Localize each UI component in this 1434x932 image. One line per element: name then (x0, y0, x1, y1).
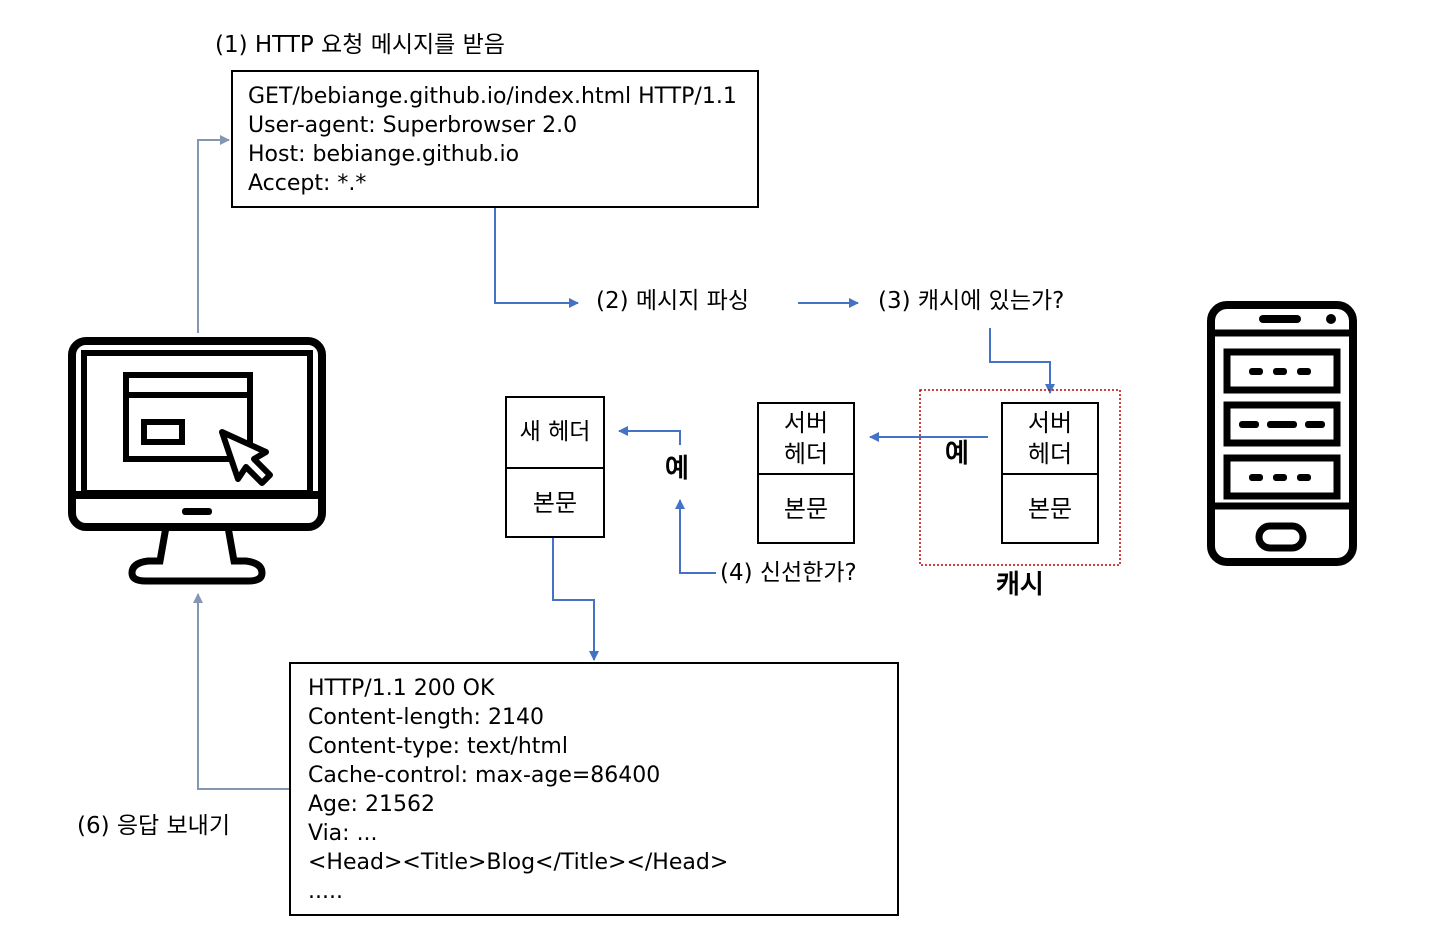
cached-header: 서버 헤더 (1003, 404, 1097, 475)
response-line: ..... (308, 879, 343, 904)
request-lines: GET/bebiange.github.io/index.html HTTP/1… (248, 82, 742, 198)
arrow-request-to-parse (494, 208, 579, 308)
response-line: Cache-control: max-age=86400 (308, 763, 661, 788)
step1-label: (1) HTTP 요청 메시지를 받음 (215, 32, 505, 58)
yes-fresh-label: 예 (665, 454, 689, 484)
request-line: GET/bebiange.github.io/index.html HTTP/1… (248, 84, 737, 109)
new-header: 새 헤더 (507, 398, 603, 469)
request-message-box: GET/bebiange.github.io/index.html HTTP/1… (231, 70, 759, 208)
step6-label: (6) 응답 보내기 (77, 813, 231, 839)
arrow-freshness-to-yes (675, 499, 716, 574)
response-line: Content-type: text/html (308, 734, 568, 759)
arrow-cache-check-to-cache (989, 328, 1055, 394)
arrow-yes-to-new-doc (618, 426, 681, 445)
request-line: User-agent: Superbrowser 2.0 (248, 113, 578, 138)
copied-body: 본문 (783, 495, 829, 523)
request-line: Host: bebiange.github.io (248, 142, 520, 167)
copied-document: 서버 헤더 본문 (757, 402, 855, 544)
arrow-response-to-client (193, 593, 289, 790)
cached-header-line2: 헤더 (1027, 439, 1073, 468)
response-line: <Head><Title>Blog</Title></Head> (308, 850, 729, 875)
copied-header-line1: 서버 (783, 408, 829, 437)
cached-document: 서버 헤더 본문 (1001, 402, 1099, 544)
new-body: 본문 (532, 489, 578, 517)
request-line: Accept: *.* (248, 171, 367, 196)
copied-header: 서버 헤더 (759, 404, 853, 475)
new-document: 새 헤더 본문 (505, 396, 605, 538)
step2-label: (2) 메시지 파싱 (596, 288, 750, 314)
response-line: Age: 21562 (308, 792, 435, 817)
desktop-computer-icon (68, 337, 326, 585)
response-line: Via: ... (308, 821, 378, 846)
arrow-client-to-request (197, 135, 230, 333)
yes-cached-label: 예 (945, 439, 969, 469)
step3-label: (3) 캐시에 있는가? (878, 288, 1065, 314)
response-lines: HTTP/1.1 200 OK Content-length: 2140 Con… (308, 674, 880, 906)
cached-header-line1: 서버 (1027, 408, 1073, 437)
response-line: Content-length: 2140 (308, 705, 544, 730)
response-line: HTTP/1.1 200 OK (308, 676, 495, 701)
step4-label: (4) 신선한가? (720, 560, 857, 586)
response-message-box: HTTP/1.1 200 OK Content-length: 2140 Con… (289, 662, 899, 916)
cache-region (919, 389, 1121, 566)
server-rack-icon (1207, 301, 1357, 566)
copied-header-line2: 헤더 (783, 439, 829, 468)
cache-label: 캐시 (996, 570, 1044, 600)
arrow-new-doc-to-response (552, 537, 599, 661)
cached-body: 본문 (1027, 495, 1073, 523)
